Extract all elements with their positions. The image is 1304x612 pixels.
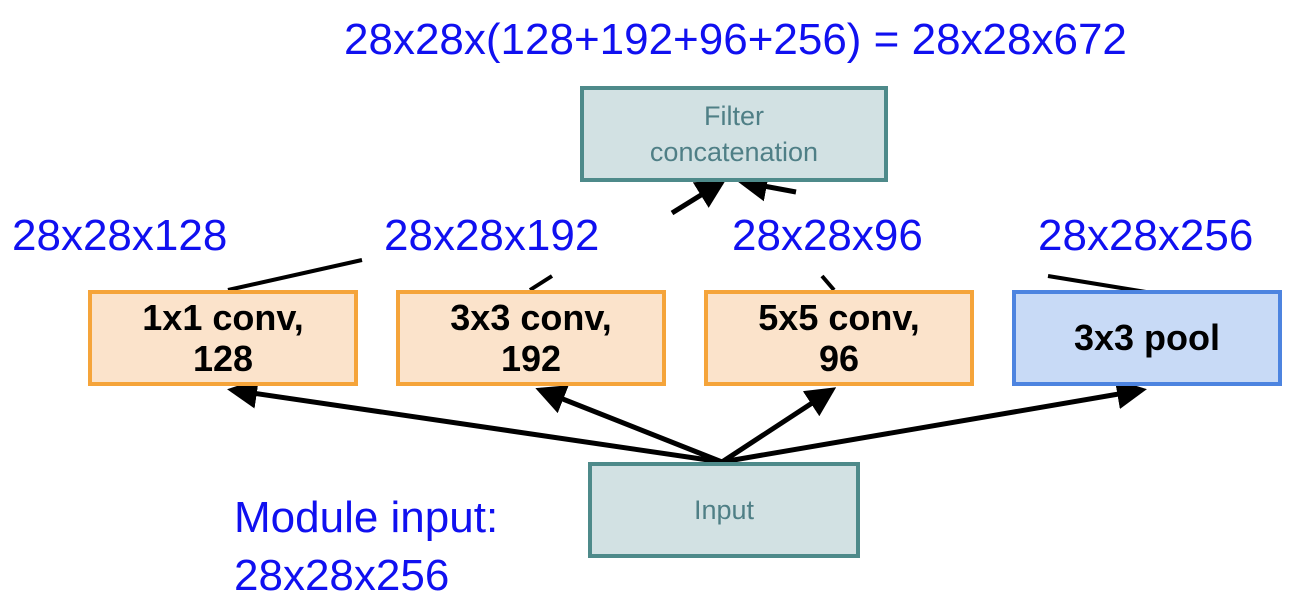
filter-concatenation-box: Filter concatenation [580, 86, 888, 182]
arrow-input-to-1x1 [227, 378, 723, 465]
line-3x3-up [528, 274, 554, 292]
arrow-into-concat-right [737, 171, 797, 202]
conv-5x5-box: 5x5 conv, 96 [704, 290, 974, 386]
branch-output-pool: 28x28x256 [1038, 211, 1254, 260]
line-5x5-up [820, 274, 836, 292]
conv-3x3-box: 3x3 conv, 192 [396, 290, 666, 386]
branch-output-1x1: 28x28x128 [12, 211, 228, 260]
conv-1x1-box: 1x1 conv, 128 [88, 290, 358, 386]
arrow-input-to-pool [721, 379, 1147, 465]
module-input-label: Module input: [234, 493, 499, 542]
arrow-into-concat-left [670, 179, 727, 216]
arrow-input-to-5x5 [720, 387, 837, 465]
line-pool-up [1047, 274, 1147, 294]
branch-output-3x3: 28x28x192 [384, 211, 600, 260]
branch-output-5x5: 28x28x96 [732, 211, 923, 260]
line-1x1-up [227, 258, 363, 292]
output-expression: 28x28x(128+192+96+256) = 28x28x672 [344, 15, 1127, 64]
pool-3x3-box: 3x3 pool [1012, 290, 1282, 386]
input-box: Input [588, 462, 860, 558]
arrow-input-to-3x3 [535, 385, 723, 465]
module-input-size: 28x28x256 [234, 551, 450, 600]
